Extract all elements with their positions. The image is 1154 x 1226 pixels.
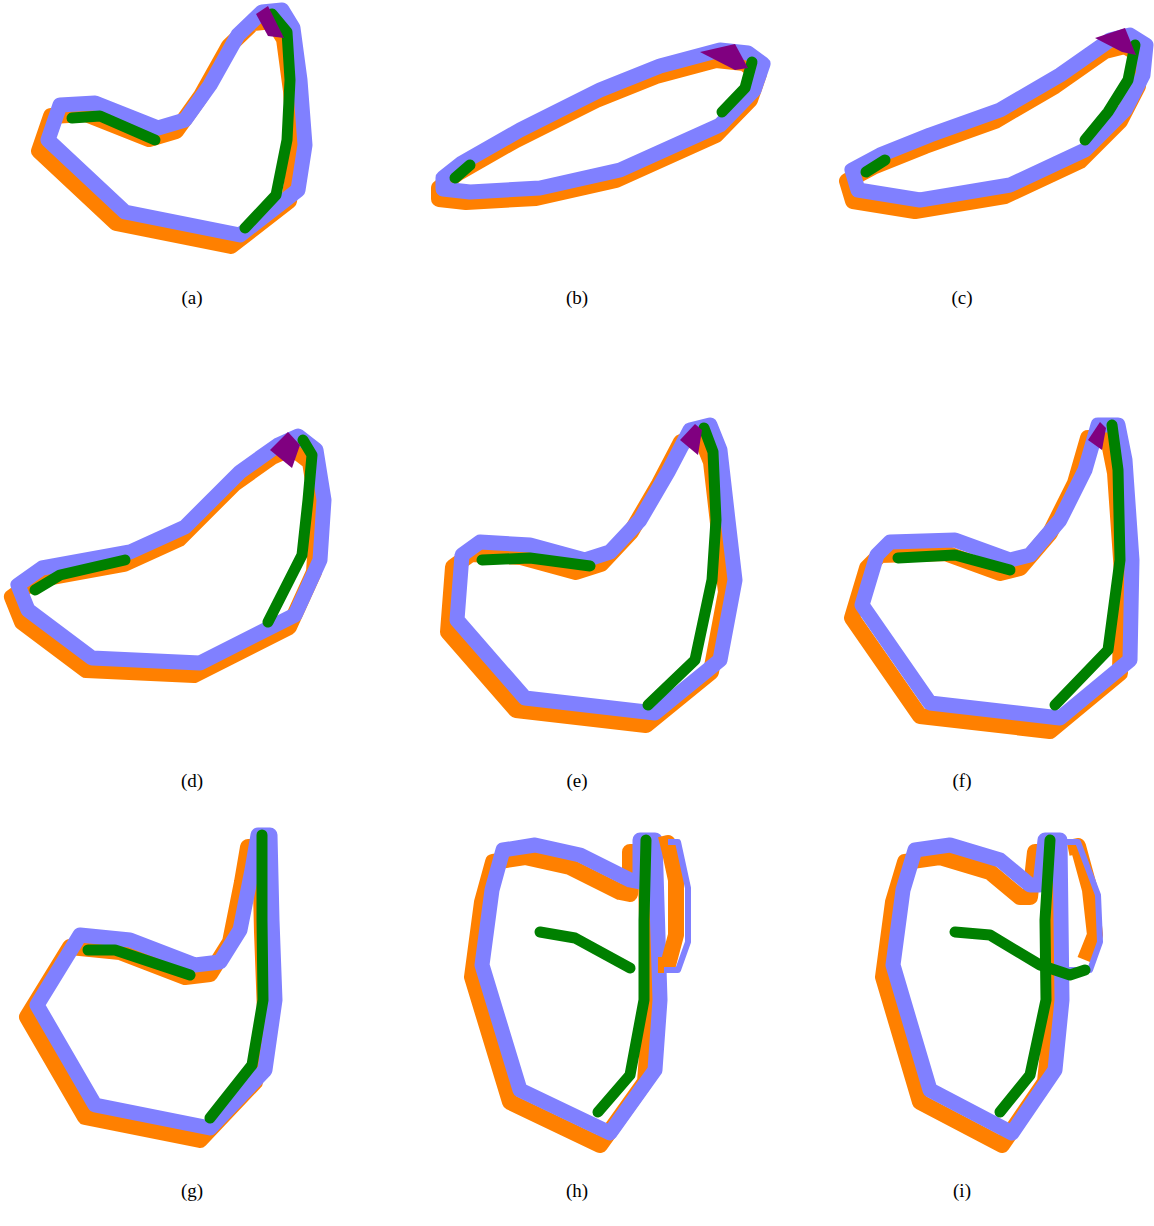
ribbon-h (472, 840, 688, 1145)
panel-label: (e) (566, 770, 587, 792)
panel-label: (i) (953, 1180, 971, 1202)
panel-label: (g) (181, 1180, 203, 1202)
ribbon-b (439, 44, 763, 202)
panel-label: (d) (181, 770, 203, 792)
ribbon-e (448, 424, 735, 725)
ribbon-i (883, 840, 1100, 1145)
panel-label: (b) (566, 287, 588, 309)
ribbon-g (27, 835, 275, 1140)
ribbon-a (39, 6, 305, 246)
ribbon-c (847, 28, 1146, 211)
ribbon-d (12, 432, 324, 675)
panel-label: (c) (951, 287, 972, 309)
panel-label: (h) (566, 1180, 588, 1202)
panel-label: (a) (181, 287, 202, 309)
ribbon-f (852, 422, 1132, 731)
panel-label: (f) (953, 770, 972, 792)
